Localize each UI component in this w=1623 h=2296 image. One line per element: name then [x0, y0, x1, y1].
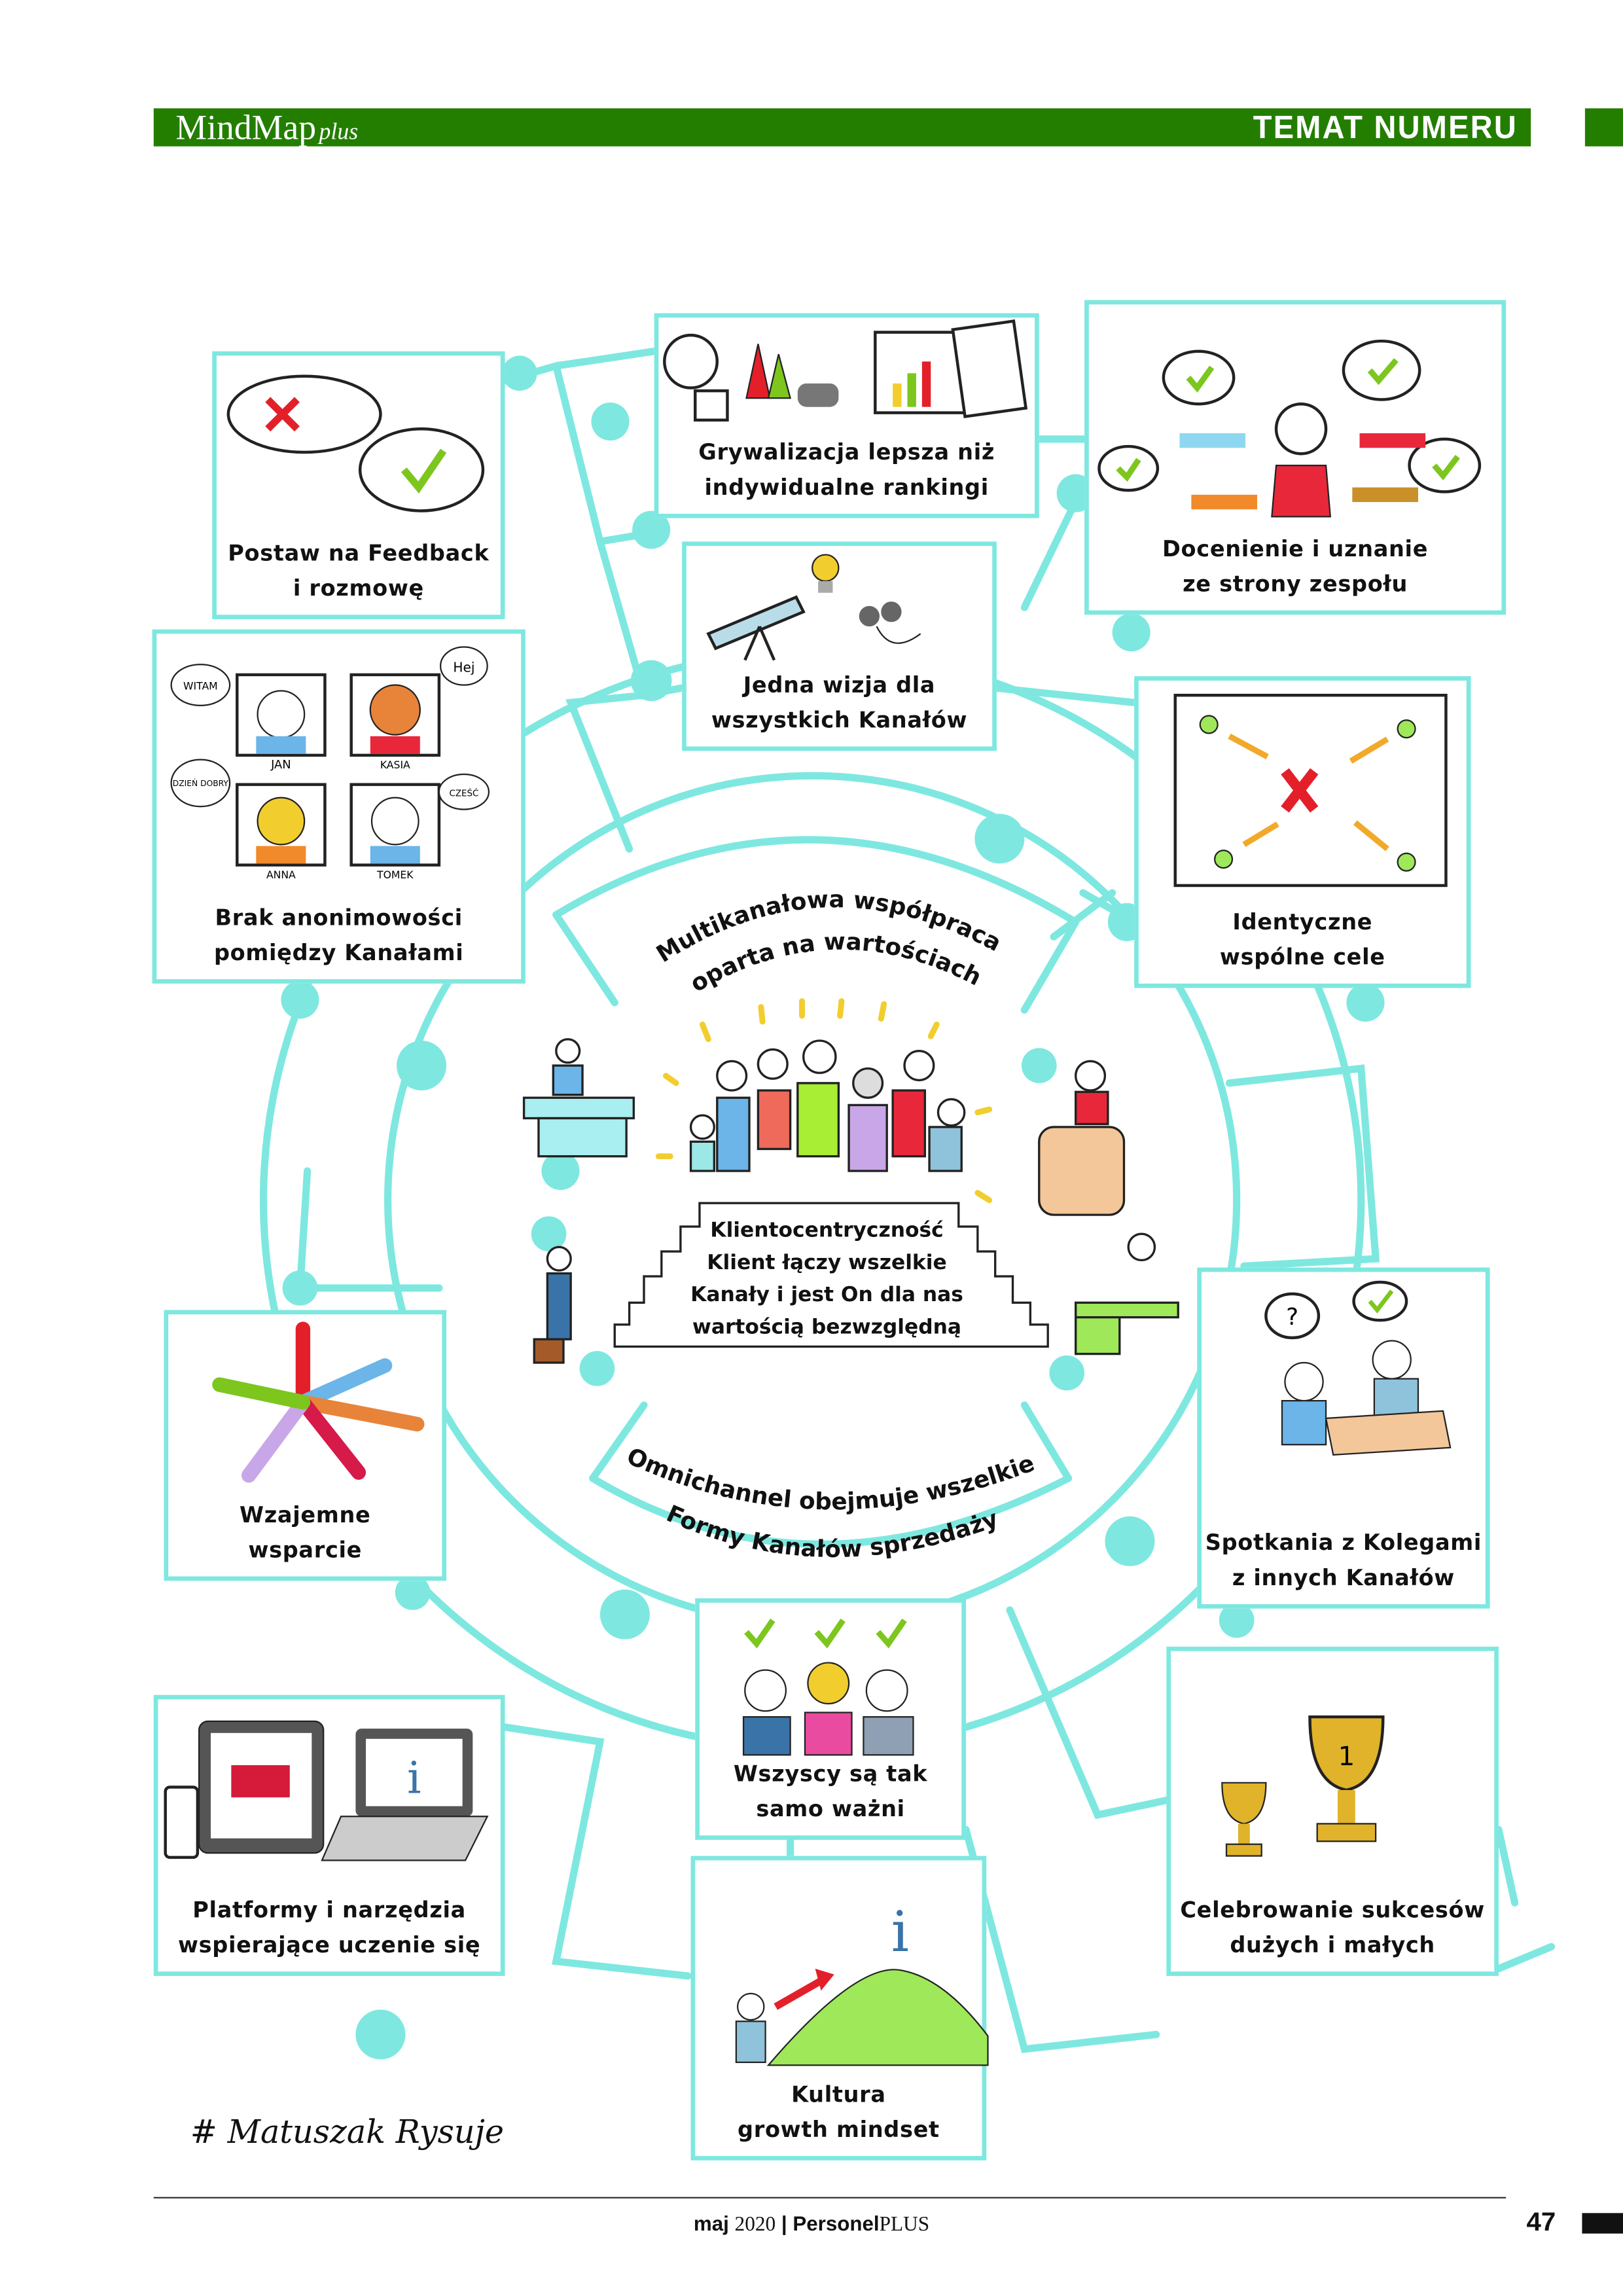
card-title: Docenienie i uznanie: [1162, 535, 1429, 562]
channel-workers-illustration: [522, 1038, 1179, 1364]
arc-top-line2: oparta na wartościach: [686, 928, 986, 997]
card-recognition: Docenienie i uznanie ze strony zespołu: [1084, 300, 1507, 615]
card-title: Celebrowanie sukcesów: [1180, 1897, 1485, 1924]
footer-magazine-suffix: PLUS: [879, 2214, 930, 2237]
card-title: Postaw na Feedback: [228, 540, 490, 567]
meeting-table-icon: ?: [1264, 1280, 1452, 1456]
card-equal: Wszyscy są tak samo ważni: [695, 1598, 966, 1840]
name-label: ANNA: [266, 869, 296, 881]
page-number: 47: [1526, 2207, 1556, 2237]
people-group-illustration: [689, 1039, 966, 1172]
page-marker: [1582, 2213, 1623, 2234]
card-celebrate: 1 Celebrowanie sukcesów dużych i małych: [1166, 1646, 1499, 1977]
footer-separator: |: [781, 2212, 787, 2235]
card-title: Spotkania z Kolegami: [1205, 1529, 1482, 1556]
card-growth: i Kultura growth mindset: [690, 1856, 989, 2161]
card-platforms: i Platformy i narzędzia wspierające uczen…: [153, 1695, 505, 1977]
footer: maj 2020 | PersonelPLUS: [0, 2212, 1623, 2238]
card-title: i rozmowę: [293, 575, 424, 602]
stairs-line: Klientocentryczność: [710, 1219, 944, 1243]
card-title: dużych i małych: [1230, 1931, 1435, 1959]
card-title: wszystkich Kanałów: [711, 707, 968, 734]
header-bar: [153, 108, 1531, 147]
three-people-checks-icon: [742, 1619, 914, 1756]
speech-text: Hej: [453, 659, 474, 675]
logo-text: MindMap: [175, 109, 317, 148]
footer-magazine: Personel: [793, 2212, 880, 2235]
stairs-text: Klientocentryczność Klient łączy wszelki…: [666, 1215, 988, 1344]
team-thumbs-up-icon: [1097, 339, 1482, 518]
card-anonymity: WITAM Hej DZIEŃ DOBRY CZEŚĆ JAN KASIA AN…: [152, 629, 526, 984]
stairs-line: wartością bezwzględną: [692, 1316, 962, 1340]
speech-text: DZIEŃ DOBRY: [173, 778, 229, 788]
card-title: Jedna wizja dla: [743, 672, 936, 698]
card-title: Platformy i narzędzia: [192, 1897, 467, 1924]
telescope-lightbulb-icon: [706, 554, 921, 661]
speech-text: CZEŚĆ: [449, 787, 478, 799]
speech-text: WITAM: [183, 679, 218, 692]
card-title: Wzajemne: [240, 1501, 371, 1528]
card-title: Identyczne: [1232, 908, 1373, 935]
footer-month: maj: [693, 2212, 729, 2235]
card-title: indywidualne rankingi: [704, 474, 989, 501]
speech-bubbles-icon: [226, 374, 485, 512]
arc-bottom-line1: Omnichannel obejmuje wszelkie: [622, 1443, 1038, 1515]
target-arrows-icon: [1173, 694, 1448, 888]
svg-text:i: i: [407, 1752, 421, 1803]
header-tab: [1584, 108, 1623, 147]
artist-signature: # Matuszak Rysuje: [190, 2115, 504, 2152]
sun-rays-illustration: [655, 998, 993, 1204]
stairs-line: Kanały i jest On dla nas: [690, 1283, 963, 1308]
section-title: TEMAT NUMERU: [1253, 110, 1518, 146]
card-title: samo ważni: [756, 1795, 905, 1823]
card-title: Grywalizacja lepsza niż: [698, 439, 995, 466]
footer-year: 2020: [734, 2214, 776, 2237]
card-title: Kultura: [791, 2081, 886, 2108]
card-title: growth mindset: [738, 2116, 940, 2143]
card-title: wspólne cele: [1219, 944, 1385, 971]
card-title: ze strony zespołu: [1183, 571, 1408, 598]
card-feedback: Postaw na Feedback i rozmowę: [212, 351, 505, 619]
card-gamification: Grywalizacja lepsza niż indywidualne rank…: [654, 313, 1039, 518]
stairs-illustration: [613, 1202, 1049, 1348]
trophies-icon: 1: [1221, 1715, 1385, 1857]
devices-icon: i: [164, 1720, 489, 1861]
people-portraits-icon: WITAM Hej DZIEŃ DOBRY CZEŚĆ JAN KASIA AN…: [170, 646, 490, 881]
logo-suffix: plus: [319, 120, 359, 145]
name-label: JAN: [270, 758, 291, 772]
svg-text:?: ?: [1286, 1304, 1298, 1331]
joined-hands-icon: [212, 1321, 425, 1483]
card-title: wsparcie: [248, 1537, 363, 1564]
card-title: Wszyscy są tak: [733, 1761, 928, 1787]
card-title: pomiędzy Kanałami: [213, 939, 464, 966]
footer-divider: [153, 2197, 1507, 2198]
card-title: z innych Kanałów: [1232, 1564, 1455, 1591]
name-label: KASIA: [380, 759, 410, 771]
svg-text:oparta na wartościach: oparta na wartościach: [686, 928, 986, 997]
games-and-chart-icon: [663, 319, 1028, 422]
svg-text:Omnichannel obejmuje wszelkie: Omnichannel obejmuje wszelkie: [622, 1443, 1038, 1515]
card-vision: Jedna wizja dla wszystkich Kanałów: [682, 541, 997, 751]
svg-text:i: i: [891, 1900, 909, 1965]
card-goals: Identyczne wspólne cele: [1134, 676, 1471, 988]
card-title: wspierające uczenie się: [177, 1931, 481, 1959]
card-support: Wzajemne wsparcie: [164, 1310, 447, 1581]
name-label: TOMEK: [376, 869, 414, 881]
svg-text:1: 1: [1338, 1742, 1355, 1772]
mountain-growth-icon: i: [735, 1900, 989, 2066]
card-title: Brak anonimowości: [215, 905, 463, 931]
card-meetings: ? Spotkania z Kolegami z innych Kanałów: [1197, 1267, 1490, 1609]
stairs-line: Klient łączy wszelkie: [707, 1251, 947, 1275]
